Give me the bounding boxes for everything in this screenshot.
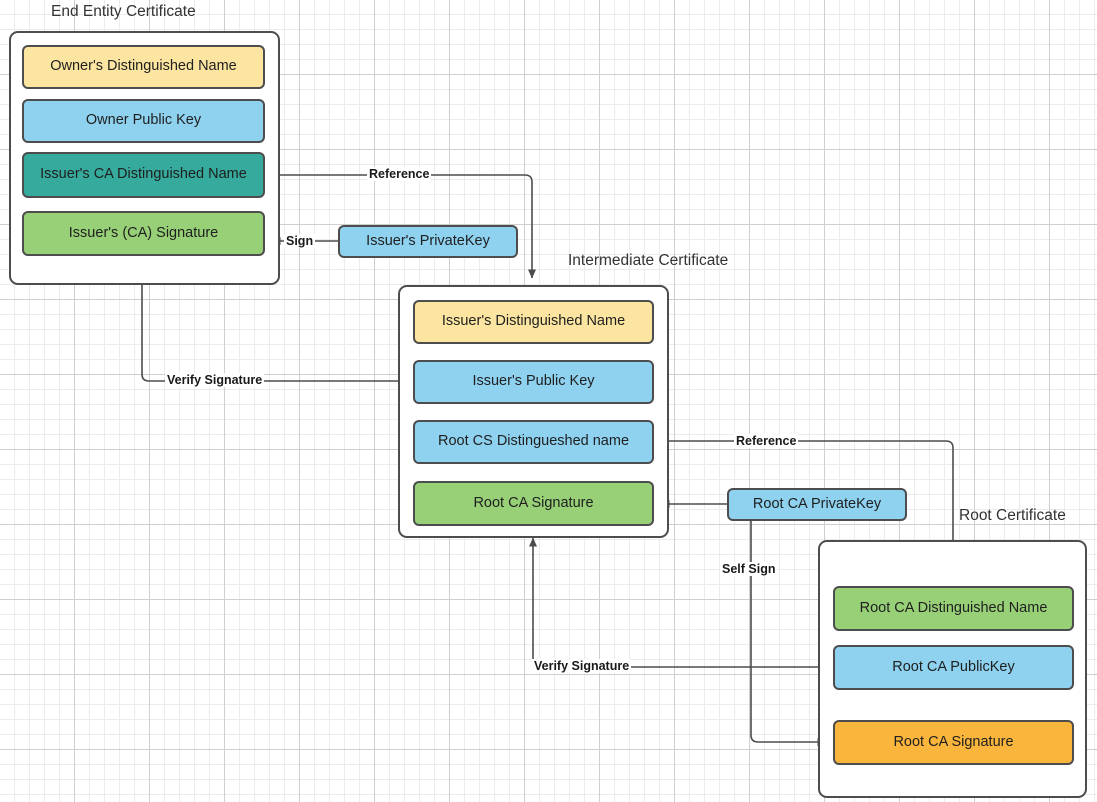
root-field-root-ca-dn[interactable]: Root CA Distinguished Name: [833, 586, 1074, 631]
end-entity-field-owner-dn[interactable]: Owner's Distinguished Name: [22, 45, 265, 89]
root-field-root-ca-public-key[interactable]: Root CA PublicKey: [833, 645, 1074, 690]
root-field-root-ca-signature[interactable]: Root CA Signature: [833, 720, 1074, 765]
root-certificate-title: Root Certificate: [959, 507, 1066, 524]
intermediate-field-issuer-public-key[interactable]: Issuer's Public Key: [413, 360, 654, 404]
end-entity-field-issuer-ca-dn[interactable]: Issuer's CA Distinguished Name: [22, 152, 265, 198]
intermediate-field-root-ca-signature[interactable]: Root CA Signature: [413, 481, 654, 526]
issuer-privatekey-box[interactable]: Issuer's PrivateKey: [338, 225, 518, 258]
edge-label-reference-top: Reference: [367, 167, 432, 181]
edge-label-sign: Sign: [284, 234, 316, 248]
end-entity-field-owner-public-key[interactable]: Owner Public Key: [22, 99, 265, 143]
edge-self-sign: [750, 521, 827, 746]
end-entity-field-issuer-ca-signature[interactable]: Issuer's (CA) Signature: [22, 211, 265, 256]
end-entity-certificate-title: End Entity Certificate: [51, 3, 196, 20]
intermediate-certificate-title: Intermediate Certificate: [568, 252, 729, 269]
edge-label-self-sign: Self Sign: [720, 562, 778, 576]
edge-label-reference-bottom: Reference: [734, 434, 799, 448]
intermediate-field-root-cs-dn[interactable]: Root CS Distingueshed name: [413, 420, 654, 464]
root-ca-privatekey-box[interactable]: Root CA PrivateKey: [727, 488, 907, 521]
edge-label-verify-signature-bottom: Verify Signature: [532, 659, 632, 673]
intermediate-field-issuer-dn[interactable]: Issuer's Distinguished Name: [413, 300, 654, 344]
edge-label-verify-signature-top: Verify Signature: [165, 373, 265, 387]
edge-verify-signature-bottom: [529, 537, 833, 668]
